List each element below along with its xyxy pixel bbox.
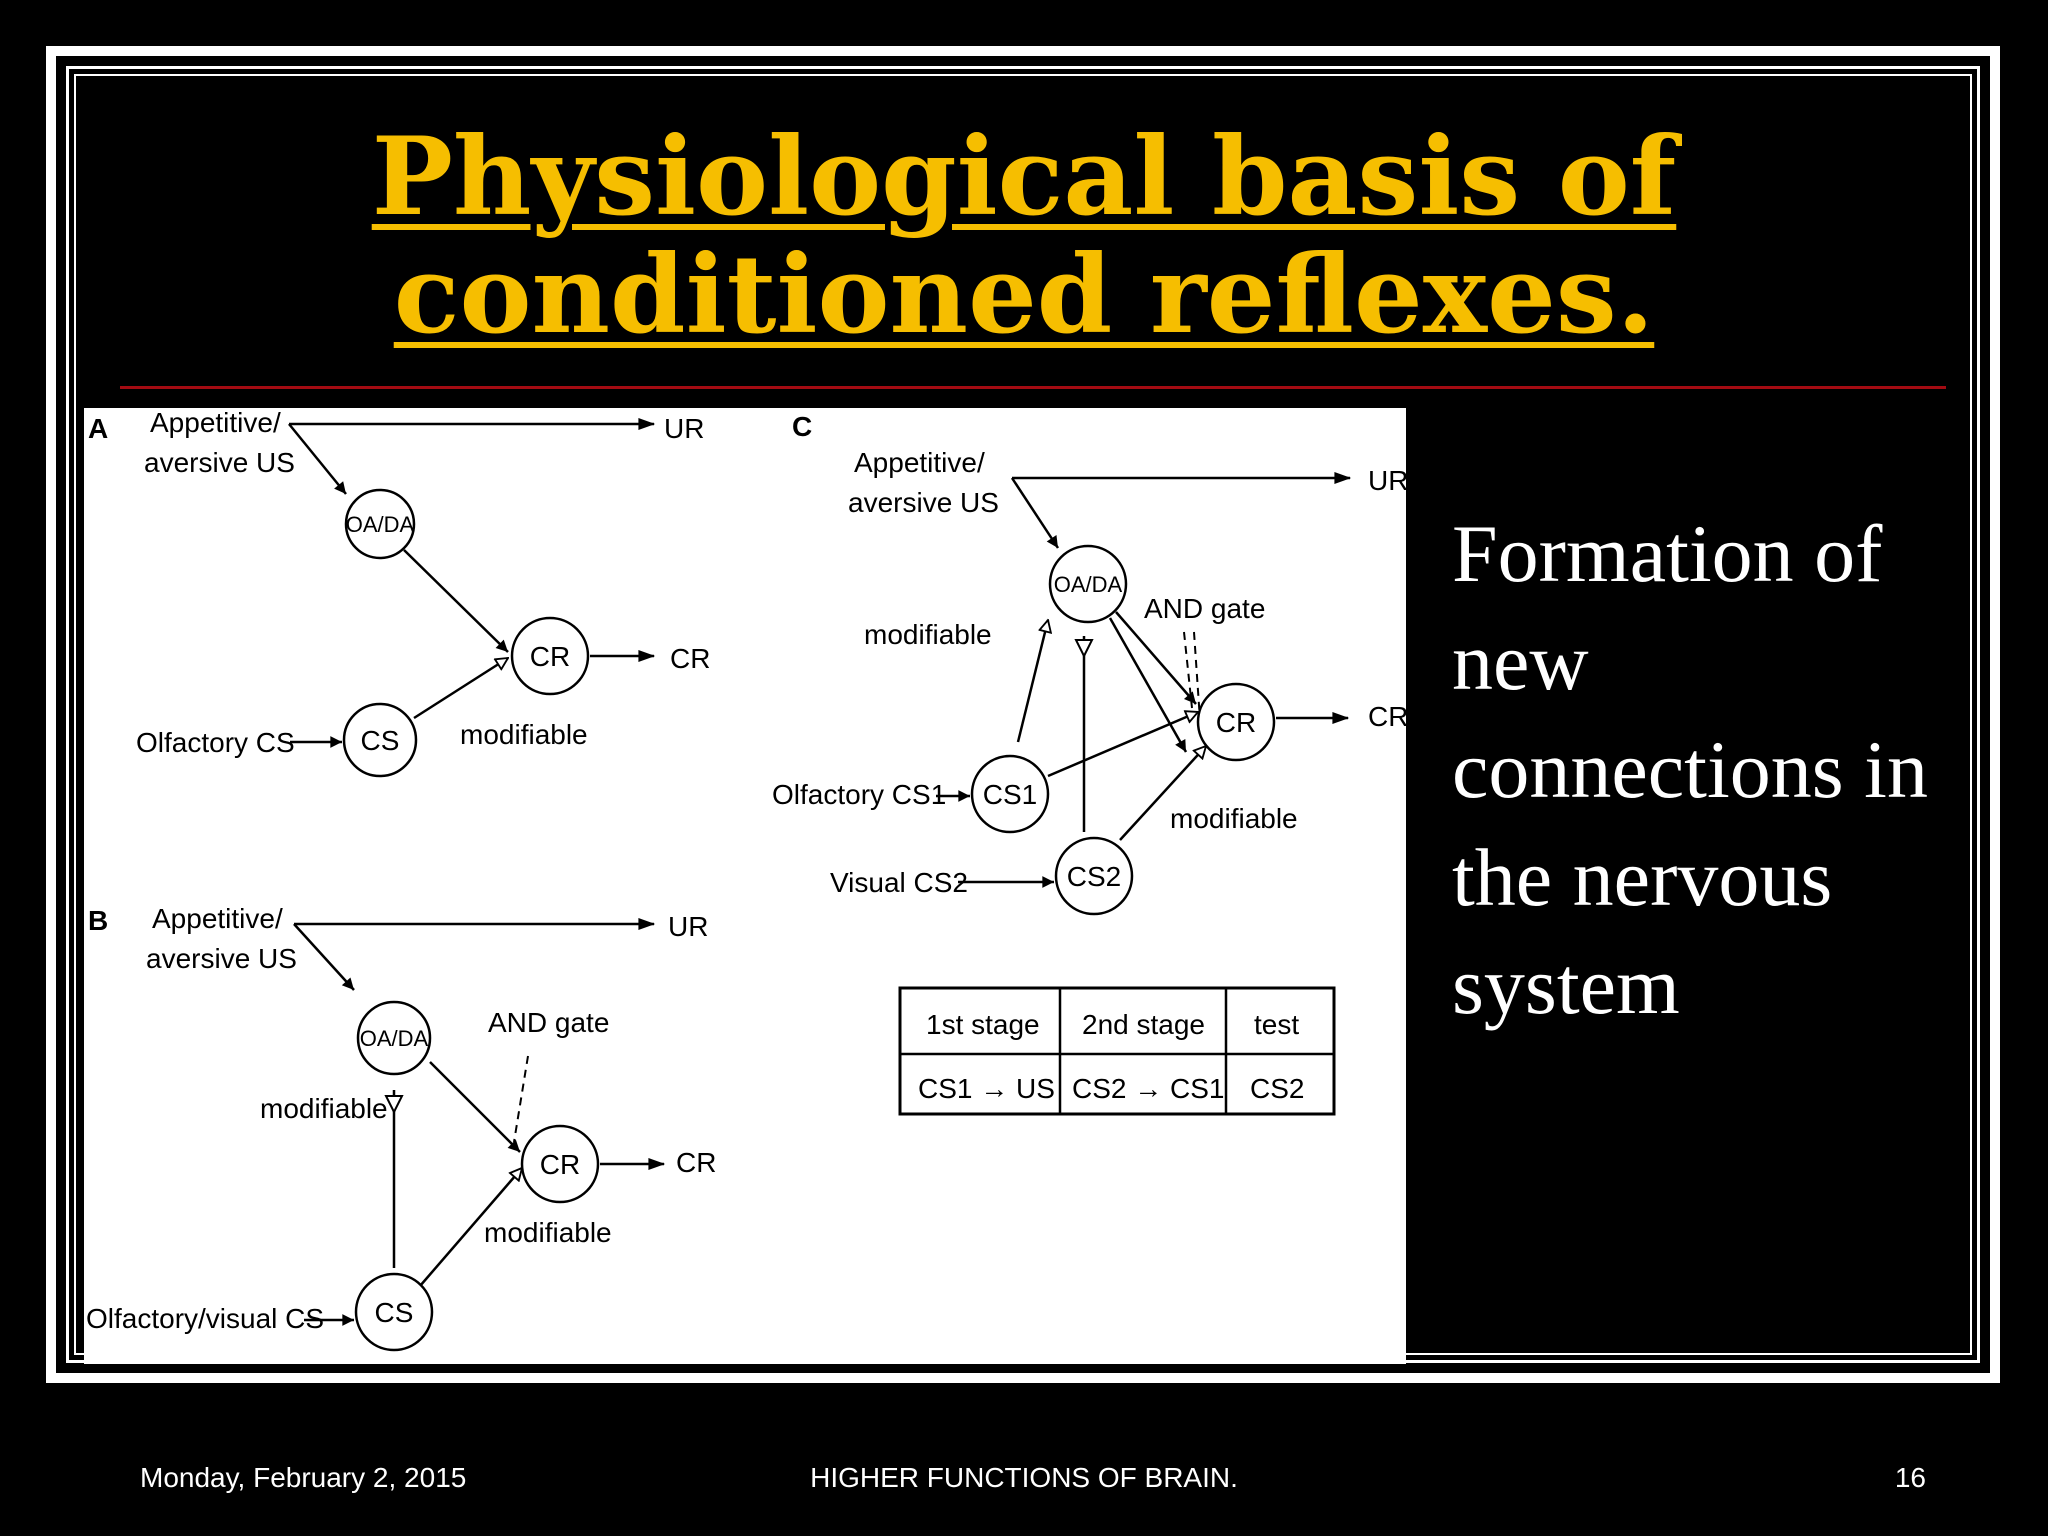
panel-c-modifiable-bottom: modifiable xyxy=(1170,803,1298,834)
footer-title: HIGHER FUNCTIONS OF BRAIN. xyxy=(810,1462,1238,1493)
panel-a-us-line2: aversive US xyxy=(144,447,295,478)
panel-b-cr-out: CR xyxy=(676,1147,716,1178)
panel-c-us-line2: aversive US xyxy=(848,487,999,518)
stage-table-border xyxy=(898,986,1336,1116)
panel-c-modifiable-top: modifiable xyxy=(864,619,992,650)
panel-b-cr-node xyxy=(520,1124,600,1204)
panel-b-oada-cr-edge xyxy=(429,1061,521,1153)
panel-c-oada-open-triangle xyxy=(1074,639,1094,659)
panel-b-oada-node xyxy=(356,1000,432,1076)
panel-c-us-line1: Appetitive/ xyxy=(854,447,985,478)
panel-b-cs-node xyxy=(354,1272,434,1352)
panel-a-cr-label: CR xyxy=(530,641,570,672)
panel-a-cr-out: CR xyxy=(670,643,710,674)
slide-title: Physiological basis of conditioned refle… xyxy=(100,118,1948,354)
panel-b-modifiable-cs: modifiable xyxy=(484,1217,612,1248)
panel-a-cs-label: CS xyxy=(361,725,400,756)
panel-c-cr-out: CR xyxy=(1368,701,1406,732)
panel-b-oada-open-triangle xyxy=(384,1095,404,1115)
panel-b-cr-label: CR xyxy=(540,1149,580,1180)
panel-c-cs1-label: CS1 xyxy=(983,779,1037,810)
panel-c-cs1-cr-edge xyxy=(1047,712,1198,778)
footer-page-number: 16 xyxy=(1894,1462,1926,1493)
panel-b-oada-label: OA/DA xyxy=(360,1026,429,1051)
panel-a-cr-node xyxy=(510,616,590,696)
panel-c-oada-node xyxy=(1048,544,1128,624)
panel-c-cr-label: CR xyxy=(1216,707,1256,738)
stage-table-header-1: 1st stage xyxy=(926,1009,1040,1040)
panel-b-and-gate: AND gate xyxy=(488,1007,609,1038)
panel-c-ur: UR xyxy=(1368,465,1406,496)
panel-c-cs1-oada-edge xyxy=(1016,620,1048,743)
panel-a-cs-cr-edge xyxy=(413,658,508,720)
panel-c-cs2-label: CS2 xyxy=(1067,861,1121,892)
panel-b-letter: B xyxy=(88,905,108,936)
panel-c-cs1-node xyxy=(970,754,1050,834)
slide-frame-outer xyxy=(46,46,2000,1383)
footer-date: Monday, February 2, 2015 xyxy=(140,1462,467,1493)
panel-a-cs-node xyxy=(342,702,418,778)
slide-title-text: Physiological basis of conditioned refle… xyxy=(371,114,1677,358)
stage-table-header-2: 2nd stage xyxy=(1082,1009,1205,1040)
panel-b-cs-cr-edge xyxy=(419,1168,522,1287)
panel-b-modifiable-oada: modifiable xyxy=(260,1093,388,1124)
panel-b-us-oada-edge xyxy=(293,923,355,991)
panel-a-ur: UR xyxy=(664,413,704,444)
panel-c: C Appetitive/ aversive US UR OA/DA AND g… xyxy=(772,411,1406,1116)
panel-c-cs2-node xyxy=(1054,836,1134,916)
side-caption: Formation of new connections in the nerv… xyxy=(1452,508,1928,1031)
stage-table-cell-2: CS2 → CS1 xyxy=(1072,1073,1225,1104)
conditioning-figure: A Appetitive/ aversive US UR OA/DA CR CR… xyxy=(84,408,1406,1364)
panel-b-and-gate-dash xyxy=(513,1055,529,1143)
panel-a-letter: A xyxy=(88,413,108,444)
panel-a-oada-node xyxy=(344,488,416,560)
panel-c-cs2-cr-edge xyxy=(1119,746,1206,841)
panel-c-cs1-input: Olfactory CS1 xyxy=(772,779,946,810)
panel-c-oada-label: OA/DA xyxy=(1054,572,1123,597)
panel-c-and-gate: AND gate xyxy=(1144,593,1265,624)
panel-a-cs-input: Olfactory CS xyxy=(136,727,295,758)
panel-c-us-oada-edge xyxy=(1010,477,1060,549)
title-divider xyxy=(120,386,1946,389)
stage-table-cell-1: CS1 → US xyxy=(918,1073,1055,1104)
panel-c-letter: C xyxy=(792,411,812,442)
panel-b-cs-label: CS xyxy=(375,1297,414,1328)
panel-a: A Appetitive/ aversive US UR OA/DA CR CR… xyxy=(88,408,710,778)
panel-b: B Appetitive/ aversive US UR OA/DA AND g… xyxy=(86,903,716,1352)
stage-table-header-3: test xyxy=(1254,1009,1299,1040)
panel-a-modifiable: modifiable xyxy=(460,719,588,750)
panel-c-oada-cr-edge-2 xyxy=(1108,617,1188,753)
panel-b-cs-input: Olfactory/visual CS xyxy=(86,1303,324,1334)
stage-table-cell-3: CS2 xyxy=(1250,1073,1304,1104)
panel-a-us-line1: Appetitive/ xyxy=(150,408,281,438)
panel-a-us-oada-edge xyxy=(288,423,347,495)
stage-table: 1st stage 2nd stage test CS1 → US CS2 → … xyxy=(898,986,1336,1116)
panel-b-us-line1: Appetitive/ xyxy=(152,903,283,934)
panel-b-us-line2: aversive US xyxy=(146,943,297,974)
panel-c-and-gate-dash-2 xyxy=(1193,631,1201,721)
panel-a-oada-label: OA/DA xyxy=(346,512,415,537)
panel-b-ur: UR xyxy=(668,911,708,942)
panel-c-cs2-input: Visual CS2 xyxy=(830,867,968,898)
panel-a-oada-cr-edge xyxy=(403,549,509,653)
figure-svg: A Appetitive/ aversive US UR OA/DA CR CR… xyxy=(86,408,1406,1352)
panel-c-oada-cr-edge-1 xyxy=(1115,611,1197,705)
